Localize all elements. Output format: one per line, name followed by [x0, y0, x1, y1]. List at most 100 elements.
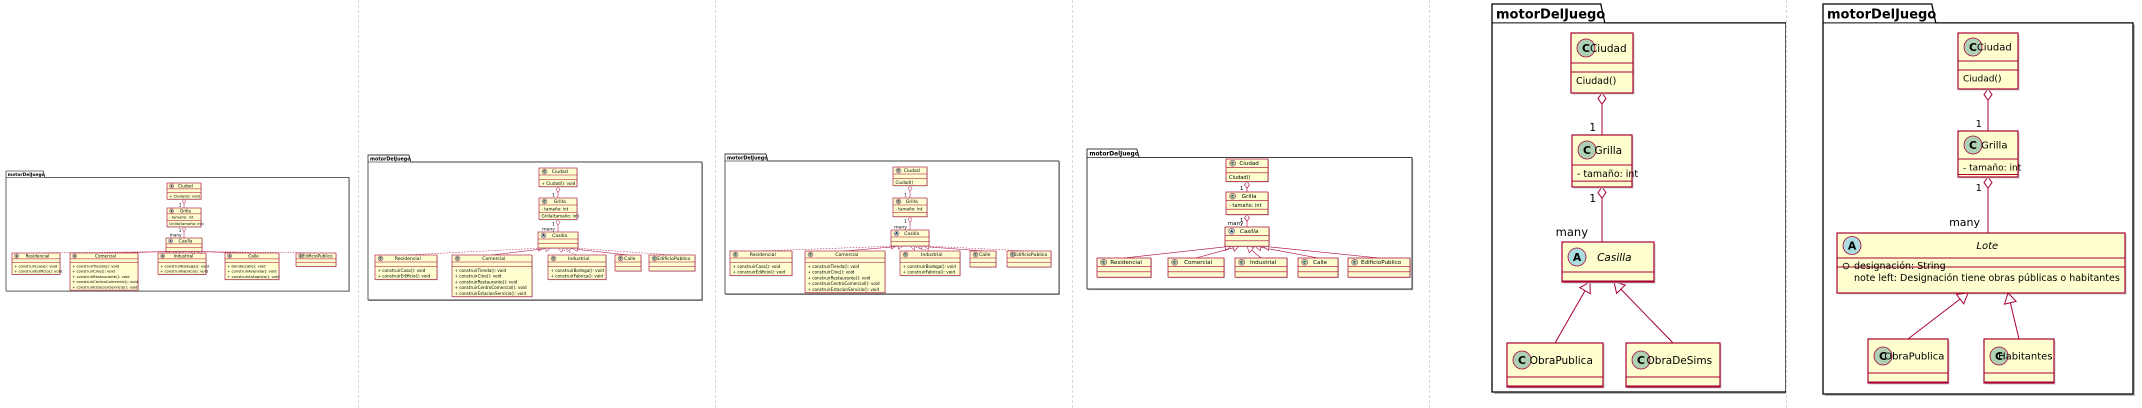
stereotype-letter: C	[897, 200, 900, 204]
class-method: + construirBodega(): void	[160, 263, 209, 268]
class-icon	[1229, 159, 1236, 167]
stereotype-letter: C	[1518, 354, 1526, 367]
class-name: Ciudad	[178, 183, 193, 188]
stereotype-letter: A	[170, 239, 172, 243]
stereotype-letter: C	[1240, 260, 1243, 264]
package-frame	[1491, 3, 1786, 393]
class-name: Casilla	[1597, 252, 1631, 264]
class-name: Grilla	[1242, 194, 1257, 200]
class-box	[899, 250, 961, 276]
stereotype-letter: C	[552, 257, 555, 261]
class-icon	[1577, 140, 1597, 160]
class-name: Calle	[624, 256, 636, 262]
class-name: Casilla	[904, 231, 919, 237]
class-name: Grilla	[554, 199, 566, 205]
stereotype-letter: C	[1583, 144, 1591, 157]
relation-line	[1613, 281, 1674, 344]
stereotype-letter: A	[895, 232, 898, 236]
relation-line	[405, 247, 544, 256]
package-name: motorDelJuego	[1827, 8, 1936, 23]
inheritance-arrow	[2003, 292, 2018, 305]
class-method: + construirEdificio(): void	[14, 269, 63, 274]
class-box	[69, 252, 139, 291]
class-box	[1836, 232, 2126, 294]
panel-separator	[358, 0, 359, 408]
package-name: motorDelJuego	[370, 156, 411, 162]
class-box	[1234, 257, 1288, 278]
class-method: + tienda(calle): void	[227, 263, 266, 268]
class-icon	[72, 253, 77, 259]
class-name: Lote	[1976, 241, 1998, 252]
class-name: EdificioPublico	[657, 256, 690, 262]
abstract-class-icon	[1228, 227, 1235, 235]
multiplicity-label: many	[1949, 216, 1980, 229]
stereotype-letter: A	[1230, 229, 1233, 233]
package-name: motorDelJuego	[1496, 8, 1605, 23]
stereotype-letter: A	[1848, 239, 1857, 252]
multiplicity-label: many	[1228, 221, 1244, 227]
class-method: + construirAutopista(): void	[227, 274, 280, 279]
class-method: + construirEstacionServicio(): void	[455, 291, 527, 296]
class-icon	[1009, 251, 1016, 258]
package-frame	[1822, 3, 2134, 395]
stereotype-letter: C	[1582, 42, 1590, 55]
class-method: + construirTienda(): void	[808, 264, 860, 269]
aggregation-diamond	[1597, 186, 1607, 200]
inheritance-arrow	[1955, 292, 1969, 305]
class-name: Calle	[1313, 260, 1327, 266]
class-method: Ciudad()	[896, 180, 914, 185]
class-name: Grilla	[1981, 141, 2007, 152]
aggregation-diamond	[555, 186, 561, 193]
class-icon	[972, 251, 979, 258]
stereotype-letter: C	[1353, 260, 1356, 264]
class-box	[166, 182, 202, 200]
class-method: + construirCasa(): void	[733, 264, 781, 269]
class-method: Grilla(tamaño: int)	[542, 214, 580, 219]
class-method: Ciudad()	[1963, 75, 2001, 85]
stereotype-letter: A	[542, 234, 545, 238]
class-name: Grilla	[180, 208, 191, 213]
abstract-class-icon	[893, 230, 900, 237]
class-calle: C Calle	[1297, 257, 1339, 279]
class-icon	[1229, 192, 1236, 200]
class-icon	[1963, 37, 1983, 57]
class-method: Ciudad()	[1229, 175, 1251, 181]
class-name: Industrial	[568, 256, 590, 262]
class-name: Ciudad	[552, 169, 568, 175]
class-box	[165, 237, 203, 252]
class-icon	[1631, 350, 1651, 370]
class-name: Ciudad	[1977, 43, 2012, 54]
class-box	[1224, 226, 1270, 247]
stereotype-letter: C	[653, 257, 656, 261]
relation-line	[1262, 245, 1380, 259]
stereotype-letter: C	[300, 254, 302, 258]
stereotype-letter: C	[1637, 354, 1645, 367]
class-icon	[895, 198, 902, 205]
stereotype-letter: C	[162, 254, 164, 258]
class-box	[157, 252, 207, 275]
stereotype-letter: C	[1969, 139, 1977, 152]
class-name: Ciudad	[904, 168, 920, 174]
class-box	[1167, 257, 1225, 278]
stereotype-letter: C	[1303, 260, 1306, 264]
abstract-class-icon	[1842, 236, 1862, 255]
